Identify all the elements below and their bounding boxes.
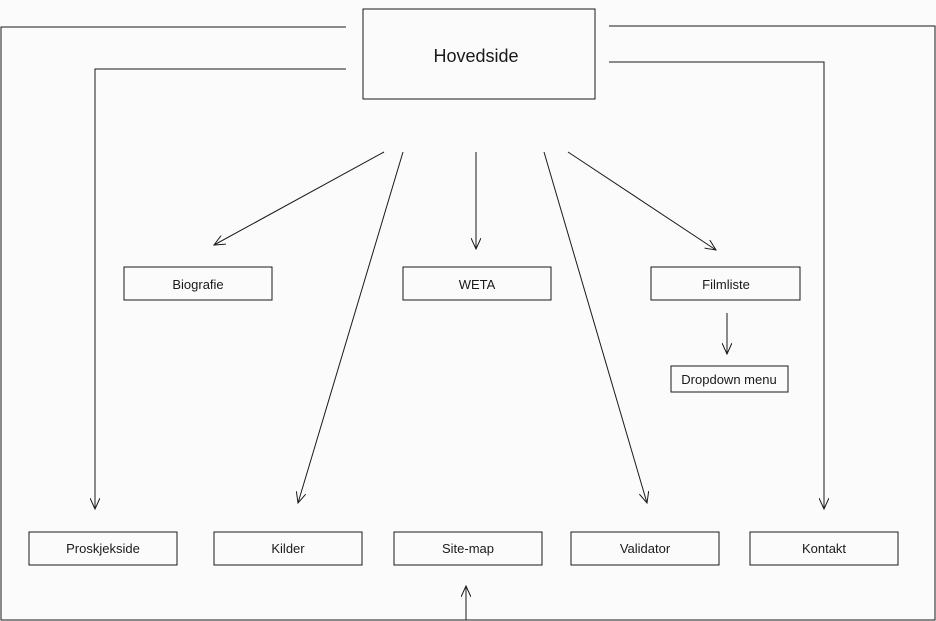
node-kilder: Kilder bbox=[213, 531, 363, 566]
node-filmliste: Filmliste bbox=[650, 266, 801, 301]
node-kontakt: Kontakt bbox=[749, 531, 899, 566]
node-biografie: Biografie bbox=[123, 266, 273, 301]
node-proskjekside-label: Proskjekside bbox=[66, 541, 140, 556]
node-weta-label: WETA bbox=[459, 277, 496, 292]
node-filmliste-label: Filmliste bbox=[702, 277, 750, 292]
node-validator: Validator bbox=[570, 531, 720, 566]
node-site-map-label: Site-map bbox=[442, 541, 494, 556]
node-site-map: Site-map bbox=[393, 531, 543, 566]
node-hovedside-label: Hovedside bbox=[433, 46, 518, 66]
arrow-to-kilder bbox=[298, 151, 404, 503]
node-kilder-label: Kilder bbox=[271, 541, 305, 556]
arrow-to-biografie bbox=[214, 151, 385, 245]
arrow-to-filmliste bbox=[567, 151, 716, 250]
arrow-to-kontakt bbox=[609, 61, 824, 509]
node-hovedside: Hovedside bbox=[362, 8, 596, 100]
node-proskjekside: Proskjekside bbox=[28, 531, 178, 566]
arrow-to-proskjekside bbox=[95, 68, 346, 509]
node-validator-label: Validator bbox=[620, 541, 671, 556]
node-kontakt-label: Kontakt bbox=[802, 541, 846, 556]
node-biografie-label: Biografie bbox=[172, 277, 223, 292]
connector-outer-frame bbox=[0, 25, 936, 621]
node-weta: WETA bbox=[402, 266, 552, 301]
node-dropdown-menu: Dropdown menu bbox=[670, 365, 789, 393]
arrow-to-validator bbox=[543, 151, 647, 503]
node-dropdown-menu-label: Dropdown menu bbox=[681, 372, 776, 387]
